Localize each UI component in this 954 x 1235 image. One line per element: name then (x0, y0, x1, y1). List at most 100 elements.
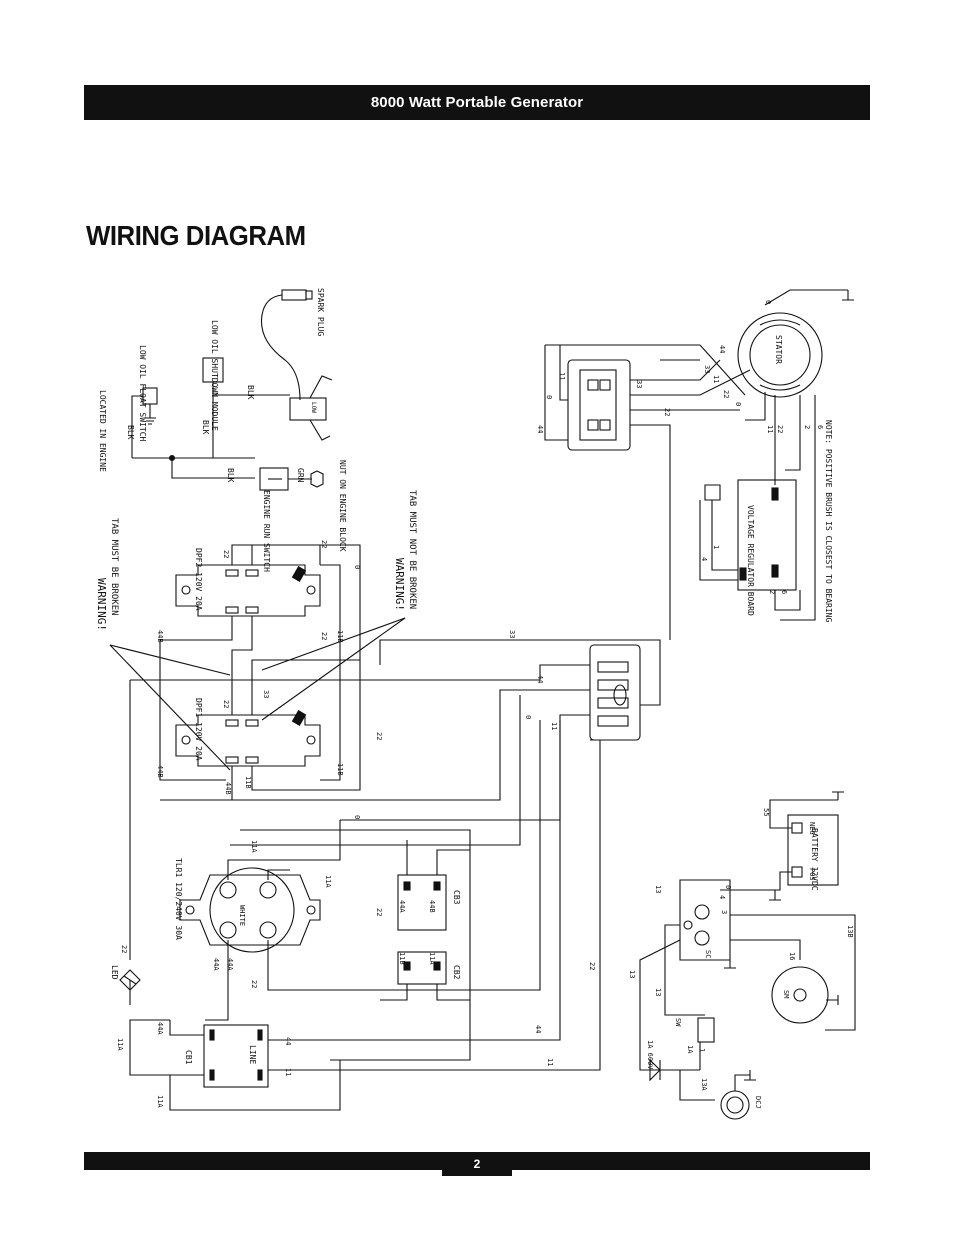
voltage-regulator-board (737, 479, 797, 591)
brush-note-label: NOTE: POSITIVE BRUSH IS CLOSEST TO BEARI… (824, 420, 833, 622)
wire-label: 13 (628, 970, 636, 978)
white-label: WHITE (238, 905, 246, 926)
cb3-label: CB3 (452, 890, 461, 905)
wire-label: 33 (508, 630, 516, 638)
wire-label: 0 (353, 815, 361, 819)
wire-label: 3 (720, 910, 728, 914)
stator-icon (737, 312, 823, 398)
wire-label: 0 (764, 300, 772, 304)
tab-not-broken-label: TAB MUST NOT BE BROKEN (407, 490, 417, 609)
float-switch-icon (131, 387, 158, 458)
wire-label: 6 (780, 590, 788, 594)
wire-label: 2 (768, 590, 776, 594)
wire-label: 44A (226, 958, 234, 971)
blk-label-2: BLK (201, 420, 210, 435)
wire-label: 22 (663, 408, 671, 416)
pos-label: POS (808, 868, 816, 881)
wire-label: 22 (375, 732, 383, 740)
cb1-label: CB1 (184, 1050, 193, 1065)
wire-label: 44 (718, 345, 726, 353)
wire-label: 44B (156, 630, 164, 643)
wire-label: 11A (428, 952, 436, 965)
header-title: 8000 Watt Portable Generator (370, 94, 584, 111)
engine-block-label: NUT ON ENGINE BLOCK (338, 460, 347, 552)
wire-label: 13A (700, 1078, 708, 1091)
low-oil-module-label: LOW OIL SHUTDOWN MODULE (210, 320, 219, 431)
wire-label: 22 (120, 945, 128, 953)
wire-label: 11B (244, 776, 252, 789)
wire-label: 1A (686, 1045, 694, 1054)
control-module (589, 644, 641, 741)
spark-plug-label: SPARK PLUG (316, 288, 325, 336)
wire-label: 22 (588, 962, 596, 970)
wire-label: 0 (524, 715, 532, 719)
wire-label: 11 (546, 1058, 554, 1066)
ignition-coil-icon (289, 375, 333, 441)
wire-label: 11A (116, 1038, 124, 1051)
spark-plug-icon (260, 289, 313, 401)
dcj-label: DCJ (754, 1096, 762, 1109)
page-title: WIRING DIAGRAM (86, 220, 306, 251)
low-label: LOW (310, 402, 317, 413)
cb2-breaker (397, 951, 447, 985)
located-in-engine-label: LOCATED IN ENGINE (98, 390, 107, 472)
dpf1-outlet (175, 710, 321, 767)
engine-run-switch-icon (259, 467, 289, 491)
led-label: LED (110, 965, 119, 980)
led-icon (119, 969, 141, 991)
wire-label: 22 (776, 425, 784, 433)
wire-label: 11A (156, 1095, 164, 1108)
wire-label: 11A (250, 840, 258, 853)
wire-label: 22 (222, 550, 230, 558)
wire-label: 44A (212, 958, 220, 971)
blk-label-4: BLK (226, 468, 235, 483)
wire-label: 33 (635, 380, 643, 388)
wire-label: 4 (700, 557, 708, 561)
cb2-label: CB2 (452, 965, 461, 980)
wire-label: 22 (375, 908, 383, 916)
wire-label: 2 (803, 425, 811, 429)
wire-label: 16 (788, 952, 796, 960)
starter-solenoid-icon (679, 879, 731, 961)
cb3-breaker (397, 874, 447, 931)
wire-label: 0 (724, 885, 732, 889)
wire-label: 22 (250, 980, 258, 988)
stator-connector (567, 359, 631, 451)
wire-label: 44 (284, 1037, 292, 1045)
wire-label: 0 (734, 402, 742, 406)
tlr1-label: TLR1 120/240V 30A (174, 858, 183, 940)
wire-label: 1 (698, 1048, 706, 1052)
warning-label-1: WARNING! (95, 578, 108, 631)
grn-label: GRN (296, 468, 305, 483)
wire-label: 22 (222, 700, 230, 708)
sm-label: SM (782, 990, 790, 998)
wire-label: 6 (816, 425, 824, 429)
wire-label: 55 (762, 808, 770, 816)
wire-label: 44B (428, 900, 436, 913)
wire-label: 11 (550, 722, 558, 730)
low-oil-float-label: LOW OIL FLOAT SWITCH (138, 345, 147, 442)
blk-label-3: BLK (126, 425, 135, 440)
dc-jack-icon (720, 1090, 750, 1120)
wire-label: 22 (722, 390, 730, 398)
cb1-breaker (203, 1024, 269, 1088)
wire-label: 0 (545, 395, 553, 399)
page-number: 2 (442, 1152, 512, 1176)
tlr1-outlet (179, 867, 321, 953)
wire-label: 13 (654, 988, 662, 996)
line-label: LINE (248, 1045, 257, 1064)
wire-label: 1 (712, 545, 720, 549)
tab-broken-label: TAB MUST BE BROKEN (109, 518, 119, 616)
wire-label: 13B (846, 925, 854, 938)
engine-run-switch-label: ENGINE RUN SWITCH (262, 490, 271, 572)
wire-label: 44B (156, 765, 164, 778)
wire-label: 44B (224, 782, 232, 795)
wire-label: 11B (398, 952, 406, 965)
dpf2-label: DPF2 120V 20A (194, 548, 203, 611)
diode-label: 1A 600V (646, 1040, 654, 1070)
battery-label: BATTERY 12VDC (810, 828, 819, 891)
dpf1-label: DPF1 120V 20A (194, 698, 203, 761)
wire-label: 44 (536, 675, 544, 683)
wire-label: 33 (262, 690, 270, 698)
